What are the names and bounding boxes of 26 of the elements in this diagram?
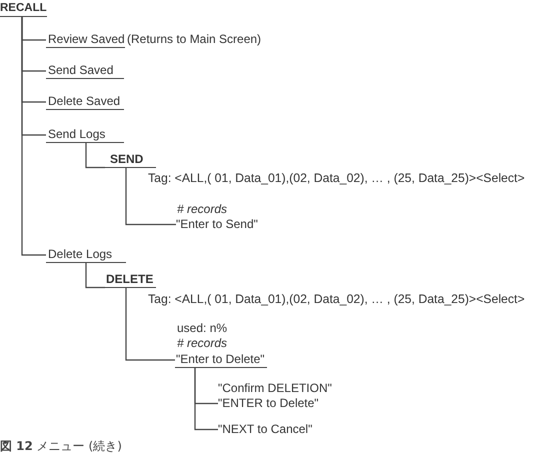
prompt-text: "ENTER to Delete" <box>218 396 319 411</box>
tree-connector <box>125 288 175 361</box>
screen-text: Tag: <ALL,( 01, Data_01),(02, Data_02), … , (25, Data_25)><Select> <box>148 292 525 307</box>
tree-connector <box>85 263 105 288</box>
prompt-text: "Confirm DELETION" <box>218 381 332 396</box>
tree-connector <box>85 143 105 168</box>
screen-text: # records <box>177 202 228 217</box>
submenu-title: SEND <box>105 152 156 168</box>
menu-item: Delete Logs <box>46 247 126 263</box>
tree-connector <box>125 168 176 226</box>
prompt-text: "NEXT to Cancel" <box>218 422 312 437</box>
menu-item: Review Saved <box>46 32 125 48</box>
note-text: (Returns to Main Screen) <box>127 32 262 47</box>
tree-connector <box>21 17 46 256</box>
screen-text: Tag: <ALL,( 01, Data_01),(02, Data_02), … , (25, Data_25)><Select> <box>148 171 525 186</box>
figure-caption: 図 12 メニュー (続き) <box>0 439 122 454</box>
screen-text: # records <box>177 336 228 351</box>
menu-title: RECALL <box>0 1 47 17</box>
submenu-title: DELETE <box>105 272 156 288</box>
menu-item: Send Logs <box>46 127 124 143</box>
menu-item: Delete Saved <box>46 94 124 110</box>
menu-item: Send Saved <box>46 63 124 79</box>
tree-connector <box>194 368 218 430</box>
prompt-text: "Enter to Delete" <box>175 352 267 368</box>
prompt-text: "Enter to Send" <box>176 217 258 232</box>
screen-text: used: n% <box>177 321 228 336</box>
